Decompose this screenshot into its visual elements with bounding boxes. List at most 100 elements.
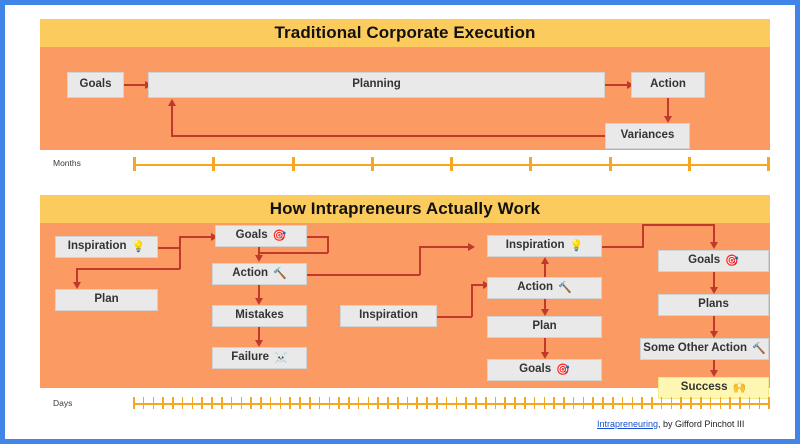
timeline-tick bbox=[680, 397, 682, 409]
arrowhead-planning-to-action bbox=[627, 81, 634, 89]
node-label: Inspiration bbox=[359, 309, 418, 322]
node-failure[interactable]: Failure ☠️ bbox=[212, 347, 307, 369]
timeline-tick bbox=[582, 397, 585, 409]
node-label: Goals bbox=[79, 78, 112, 91]
node-plans[interactable]: Plans bbox=[658, 294, 769, 316]
connector-action1-to-insp3-a bbox=[307, 274, 420, 276]
node-action-2[interactable]: Action 🔨 bbox=[487, 277, 602, 299]
timeline-tick bbox=[318, 397, 321, 409]
connector-action2-to-insp3 bbox=[544, 263, 546, 277]
timeline-tick bbox=[212, 157, 216, 171]
timeline-tick bbox=[269, 397, 272, 409]
timeline-tick bbox=[191, 397, 194, 409]
arrowhead-action1-to-mistakes bbox=[255, 298, 263, 305]
node-label: Failure bbox=[231, 351, 269, 364]
node-plan-2[interactable]: Plan bbox=[487, 316, 602, 338]
timeline-days-label: Days bbox=[53, 398, 73, 408]
connector-insp3-to-goals3-c bbox=[642, 224, 714, 226]
arrowhead-insp2-to-action2 bbox=[483, 281, 490, 289]
target-icon: 🎯 bbox=[725, 254, 739, 267]
connector-goals-to-planning bbox=[124, 84, 147, 86]
panel-intrapreneurs: How Intrapreneurs Actually Work Inspirat… bbox=[40, 195, 770, 399]
timeline-tick bbox=[377, 397, 379, 409]
node-goals-1[interactable]: Goals 🎯 bbox=[215, 225, 307, 247]
node-goals-3[interactable]: Goals 🎯 bbox=[658, 250, 769, 272]
node-label: Action bbox=[517, 281, 554, 294]
connector-insp3-to-goals3-b bbox=[642, 224, 644, 247]
connector-insp1-to-goals1-b bbox=[179, 236, 181, 248]
timeline-tick bbox=[357, 397, 360, 409]
connector-action1-to-mistakes bbox=[258, 285, 260, 300]
node-action-1[interactable]: Action 🔨 bbox=[212, 263, 307, 285]
arrowhead-action-to-variances bbox=[664, 116, 672, 123]
node-label: Mistakes bbox=[235, 309, 284, 322]
connector-action-to-variances bbox=[667, 98, 669, 118]
timeline-tick bbox=[504, 397, 507, 409]
timeline-tick bbox=[426, 397, 428, 409]
timeline-tick bbox=[767, 157, 770, 171]
connector-insp2-to-action2-b bbox=[471, 284, 473, 317]
arrowhead-insp1-to-goals1 bbox=[211, 233, 218, 241]
connector-insp1-to-plan1-c bbox=[76, 268, 78, 284]
arrowhead-soa-to-success bbox=[710, 370, 718, 377]
timeline-tick bbox=[220, 397, 223, 409]
connector-action1-to-insp3-b bbox=[419, 246, 421, 275]
timeline-tick bbox=[572, 397, 575, 409]
timeline-tick bbox=[651, 397, 653, 409]
connector-insp1-to-goals1-c bbox=[179, 236, 213, 238]
timeline-days-ticks bbox=[133, 397, 770, 411]
timeline-tick bbox=[592, 397, 595, 409]
node-action-traditional[interactable]: Action bbox=[631, 72, 705, 98]
connector-mistakes-to-failure bbox=[258, 327, 260, 342]
timeline-tick bbox=[641, 397, 643, 409]
node-plan-1[interactable]: Plan bbox=[55, 289, 158, 311]
arrowhead-variances-to-planning bbox=[168, 99, 176, 106]
timeline-tick bbox=[611, 397, 614, 409]
timeline-tick bbox=[455, 397, 458, 409]
connector-insp2-to-action2-a bbox=[437, 316, 472, 318]
node-goals-traditional[interactable]: Goals bbox=[67, 72, 124, 98]
arrowhead-action2-to-plan2 bbox=[541, 309, 549, 316]
timeline-tick bbox=[445, 397, 448, 409]
connector-goals1-to-action1-a bbox=[307, 236, 328, 238]
timeline-tick bbox=[514, 397, 516, 409]
node-label: Inspiration bbox=[67, 240, 127, 253]
node-label: Plan bbox=[94, 293, 119, 306]
connector-action2-to-plan2 bbox=[544, 299, 546, 311]
timeline-tick bbox=[608, 157, 612, 171]
node-inspiration-2[interactable]: Inspiration bbox=[340, 305, 437, 327]
node-label: Action bbox=[232, 267, 269, 280]
timeline-tick bbox=[201, 397, 204, 409]
timeline-tick bbox=[172, 397, 174, 409]
timeline-tick bbox=[181, 397, 184, 409]
timeline-tick bbox=[240, 397, 243, 409]
node-success[interactable]: Success 🙌 bbox=[658, 377, 769, 399]
arrowhead-plans-to-soa bbox=[710, 331, 718, 338]
connector-insp1-to-goals1-a bbox=[158, 247, 180, 249]
timeline-tick bbox=[690, 397, 692, 409]
timeline-tick bbox=[768, 397, 770, 409]
timeline-tick bbox=[670, 397, 673, 409]
node-some-other-action[interactable]: Some Other Action 🔨 bbox=[640, 338, 769, 360]
hammer-icon: 🔨 bbox=[752, 342, 766, 355]
node-label: Goals bbox=[519, 363, 552, 376]
node-inspiration-3[interactable]: Inspiration 💡 bbox=[487, 235, 602, 257]
timeline-tick bbox=[152, 397, 155, 409]
arrowhead-action2-to-insp3 bbox=[541, 257, 549, 264]
timeline-tick bbox=[687, 157, 691, 171]
node-label: Inspiration bbox=[505, 239, 565, 252]
timeline-tick bbox=[387, 397, 389, 409]
timeline-tick bbox=[729, 397, 731, 409]
intrapreneuring-link[interactable]: Intrapreneuring bbox=[597, 419, 659, 429]
node-mistakes[interactable]: Mistakes bbox=[212, 305, 307, 327]
node-planning-traditional[interactable]: Planning bbox=[148, 72, 605, 98]
raised-hands-icon: 🙌 bbox=[732, 381, 747, 394]
timeline-tick bbox=[370, 157, 374, 171]
credit-author: , by Gifford Pinchot III bbox=[658, 419, 745, 429]
hammer-icon: 🔨 bbox=[558, 281, 572, 294]
timeline-tick bbox=[133, 397, 135, 409]
node-variances-traditional[interactable]: Variances bbox=[605, 123, 690, 149]
arrowhead-insp3-to-goals3 bbox=[710, 242, 718, 249]
node-inspiration-1[interactable]: Inspiration 💡 bbox=[55, 236, 158, 258]
node-goals-2[interactable]: Goals 🎯 bbox=[487, 359, 602, 381]
